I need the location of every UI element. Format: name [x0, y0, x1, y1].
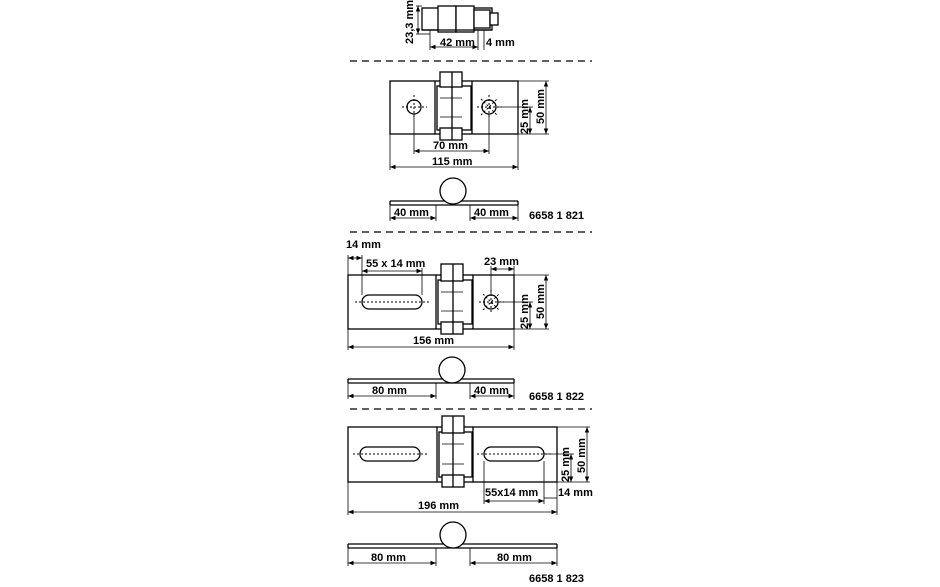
- hinge-1821-left-leaf-label: 40 mm: [394, 207, 429, 219]
- hinge-1822-front-view: [347, 255, 549, 350]
- hinge-1822-left-leaf-label: 80 mm: [372, 385, 407, 397]
- hinge-1822-hole-offset-label: 25 mm: [519, 294, 531, 329]
- top-view-width-label: 42 mm: [440, 37, 475, 49]
- hinge-1823-height-label: 50 mm: [576, 438, 588, 473]
- hinge-1821-right-leaf-label: 40 mm: [474, 207, 509, 219]
- hinge-1823-slot-offset-label: 25 mm: [560, 447, 572, 482]
- hinge-1822-hole-pos-label: 23 mm: [484, 256, 519, 268]
- hinge-1821-hole-offset-label: 25 mm: [519, 99, 531, 134]
- top-view-height-label: 23,3 mm: [404, 0, 416, 44]
- hinge-1822-part-number: 6658 1 822: [529, 391, 584, 403]
- hinge-1821-spacing-label: 70 mm: [433, 140, 468, 152]
- hinge-1822-total-width-label: 156 mm: [413, 335, 454, 347]
- hinge-1823-slot-label: 55x14 mm: [485, 487, 538, 499]
- hinge-1823-total-width-label: 196 mm: [418, 500, 459, 512]
- hinge-1823-front-view: [347, 415, 590, 515]
- hinge-1823-edge-label: 14 mm: [558, 487, 593, 499]
- hinge-1822-height-label: 50 mm: [535, 284, 547, 319]
- hinge-1823-side-view: [347, 521, 558, 566]
- hinge-1822-right-leaf-label: 40 mm: [474, 385, 509, 397]
- top-view-gap-label: 4 mm: [486, 37, 515, 49]
- hinge-1821-front-view: [389, 71, 549, 170]
- hinge-1823-right-leaf-label: 80 mm: [497, 552, 532, 564]
- hinge-1822-slot-label: 55 x 14 mm: [366, 258, 426, 270]
- hinge-1823-part-number: 6658 1 823: [529, 573, 584, 585]
- hinge-1821-total-width-label: 115 mm: [432, 156, 473, 168]
- hinge-1821-part-number: 6658 1 821: [529, 210, 584, 222]
- hinge-1823-left-leaf-label: 80 mm: [371, 552, 406, 564]
- hinge-1822-side-view: [347, 356, 515, 399]
- hinge-1822-edge-label: 14 mm: [346, 239, 381, 251]
- hinge-1821-height-label: 50 mm: [535, 89, 547, 124]
- top-view-drawing: [415, 5, 499, 50]
- hinge-1821-side-view: [389, 177, 519, 221]
